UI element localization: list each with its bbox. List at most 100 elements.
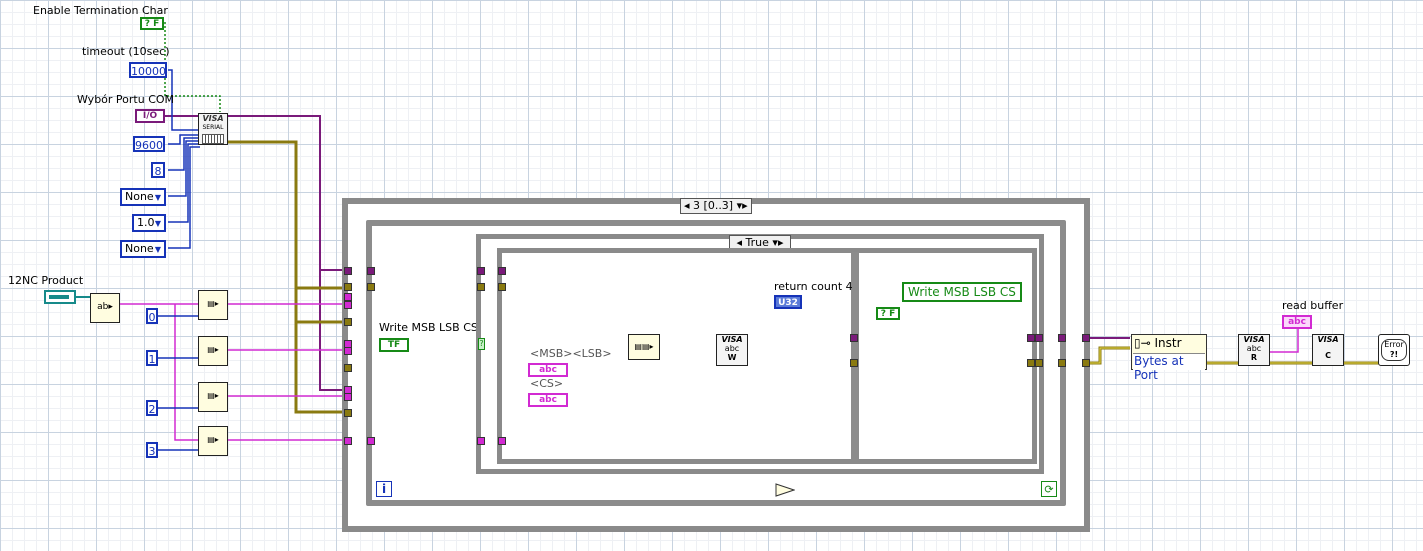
case-selector[interactable]: ◂ True ▾▸ <box>729 235 791 250</box>
visa-read-line3: R <box>1250 353 1258 362</box>
case-selector-value: True <box>745 236 769 249</box>
error-line2: ?! <box>1389 350 1399 359</box>
visa-configure-serial-node[interactable]: VISA SERIAL <box>198 113 228 145</box>
index-1-constant[interactable]: 1 <box>146 350 158 366</box>
sequence-selector-value: 3 [0..3] <box>693 199 734 212</box>
product-control[interactable] <box>44 290 76 304</box>
visa-close-line1: VISA <box>1317 335 1339 344</box>
return-count-indicator[interactable]: U32 <box>774 295 802 309</box>
concatenate-icon: ▤▤▸ <box>634 342 654 351</box>
tunnel <box>477 437 485 445</box>
visa-read-line2: abc <box>1246 344 1262 353</box>
write-msb-lsb-cs-control[interactable]: TF <box>379 338 409 352</box>
flow-control-value: None <box>125 242 154 255</box>
index-array-node-0[interactable]: ▤▸ <box>198 290 228 320</box>
visa-write-node[interactable]: VISA abc W <box>716 334 748 366</box>
tunnel <box>850 334 858 342</box>
tunnel <box>367 267 375 275</box>
tunnel <box>344 267 352 275</box>
index-array-node-1[interactable]: ▤▸ <box>198 336 228 366</box>
tunnel <box>1027 334 1035 342</box>
tunnel <box>1058 359 1066 367</box>
tunnel <box>344 409 352 417</box>
numeric-wires <box>168 69 200 249</box>
product-label: 12NC Product <box>8 274 84 287</box>
unbundle-node[interactable]: ab▸ <box>90 293 120 323</box>
visa-write-line1: VISA <box>721 335 743 344</box>
error-balloon-icon: Error ?! <box>1381 339 1407 361</box>
error-handler-node[interactable]: Error ?! <box>1378 334 1410 366</box>
fmt-msb-lsb-label: <MSB><LSB> <box>530 347 612 360</box>
data-bits-control[interactable]: 8 <box>151 162 165 178</box>
dropdown-arrow-icon: ▼ <box>154 219 161 228</box>
index-wires <box>158 315 198 451</box>
enable-term-char-control[interactable]: ? F <box>140 17 164 30</box>
fmt-cs-constant[interactable]: abc <box>528 393 568 407</box>
property-node-icon: ▯⊸ <box>1134 336 1151 350</box>
write-msb-lsb-cs-label: Write MSB LSB CS <box>379 321 478 334</box>
tunnel <box>1035 359 1043 367</box>
timeout-control[interactable]: 10000 <box>129 62 167 78</box>
index-array-icon: ▤▸ <box>207 345 219 354</box>
visa-serial-line2: SERIAL <box>202 124 224 131</box>
visa-serial-line1: VISA <box>202 114 224 123</box>
dropdown-arrow-icon: ▼ <box>154 245 161 254</box>
index-3-constant[interactable]: 3 <box>146 442 158 458</box>
parity-control[interactable]: None▼ <box>120 188 166 206</box>
com-port-control[interactable]: I/O <box>135 109 165 123</box>
write-msb-lsb-cs-constant[interactable]: Write MSB LSB CS <box>902 282 1022 302</box>
case-decrement-icon: ◂ <box>736 236 743 249</box>
visa-close-line2: C <box>1325 351 1331 360</box>
index-2-constant[interactable]: 2 <box>146 400 158 416</box>
concatenate-strings-node[interactable]: ▤▤▸ <box>628 334 660 360</box>
loop-condition-icon[interactable]: ⟳ <box>1041 481 1057 497</box>
case-selector-terminal[interactable]: ? <box>478 338 485 350</box>
error-line1: Error <box>1384 340 1404 349</box>
index-0-constant[interactable]: 0 <box>146 308 158 324</box>
visa-close-node[interactable]: VISA C <box>1312 334 1344 366</box>
string-read-out <box>1268 322 1299 353</box>
tunnel <box>477 283 485 291</box>
read-buffer-indicator[interactable]: abc <box>1282 315 1312 329</box>
visa-write-line2: abc <box>724 344 740 353</box>
increment-icon <box>775 483 796 497</box>
false-constant[interactable]: ? F <box>876 307 900 320</box>
stop-bits-control[interactable]: 1.0▼ <box>132 214 166 232</box>
increment-node[interactable] <box>775 482 796 498</box>
fmt-msb-lsb-constant[interactable]: abc <box>528 363 568 377</box>
timeout-label: timeout (10sec) <box>82 45 170 58</box>
index-array-icon: ▤▸ <box>207 391 219 400</box>
property-node[interactable]: ▯⊸ Instr Bytes at Port <box>1131 334 1207 382</box>
tunnel <box>498 283 506 291</box>
tunnel <box>477 267 485 275</box>
tunnel <box>344 283 352 291</box>
tunnel <box>498 267 506 275</box>
tunnel <box>344 364 352 372</box>
visa-read-node[interactable]: VISA abc R <box>1238 334 1270 366</box>
stop-bits-value: 1.0 <box>137 216 155 229</box>
read-buffer-label: read buffer <box>1282 299 1344 312</box>
tunnel <box>344 301 352 309</box>
visa-write-line3: W <box>727 353 737 362</box>
parity-value: None <box>125 190 154 203</box>
index-array-node-2[interactable]: ▤▸ <box>198 382 228 412</box>
serial-port-icon <box>202 134 224 144</box>
string-product <box>174 304 198 441</box>
flow-control-control[interactable]: None▼ <box>120 240 166 258</box>
tunnel <box>498 437 506 445</box>
index-array-icon: ▤▸ <box>207 299 219 308</box>
index-array-node-3[interactable]: ▤▸ <box>198 426 228 456</box>
bytes-at-port-property[interactable]: Bytes at Port <box>1133 353 1205 382</box>
bool-wire <box>164 22 221 112</box>
iteration-terminal: i <box>376 481 392 497</box>
tunnel <box>1082 334 1090 342</box>
visa-resource-wire <box>165 115 348 391</box>
tunnel <box>344 318 352 326</box>
enable-term-char-label: Enable Termination Char <box>33 4 168 17</box>
sequence-increment-icon: ▾▸ <box>736 199 748 212</box>
sequence-selector[interactable]: ◂ 3 [0..3] ▾▸ <box>680 198 752 214</box>
cluster-icon <box>49 295 69 299</box>
tunnel <box>344 347 352 355</box>
baud-rate-control[interactable]: 9600 <box>133 136 165 152</box>
property-class-row: ▯⊸ Instr <box>1134 336 1182 350</box>
